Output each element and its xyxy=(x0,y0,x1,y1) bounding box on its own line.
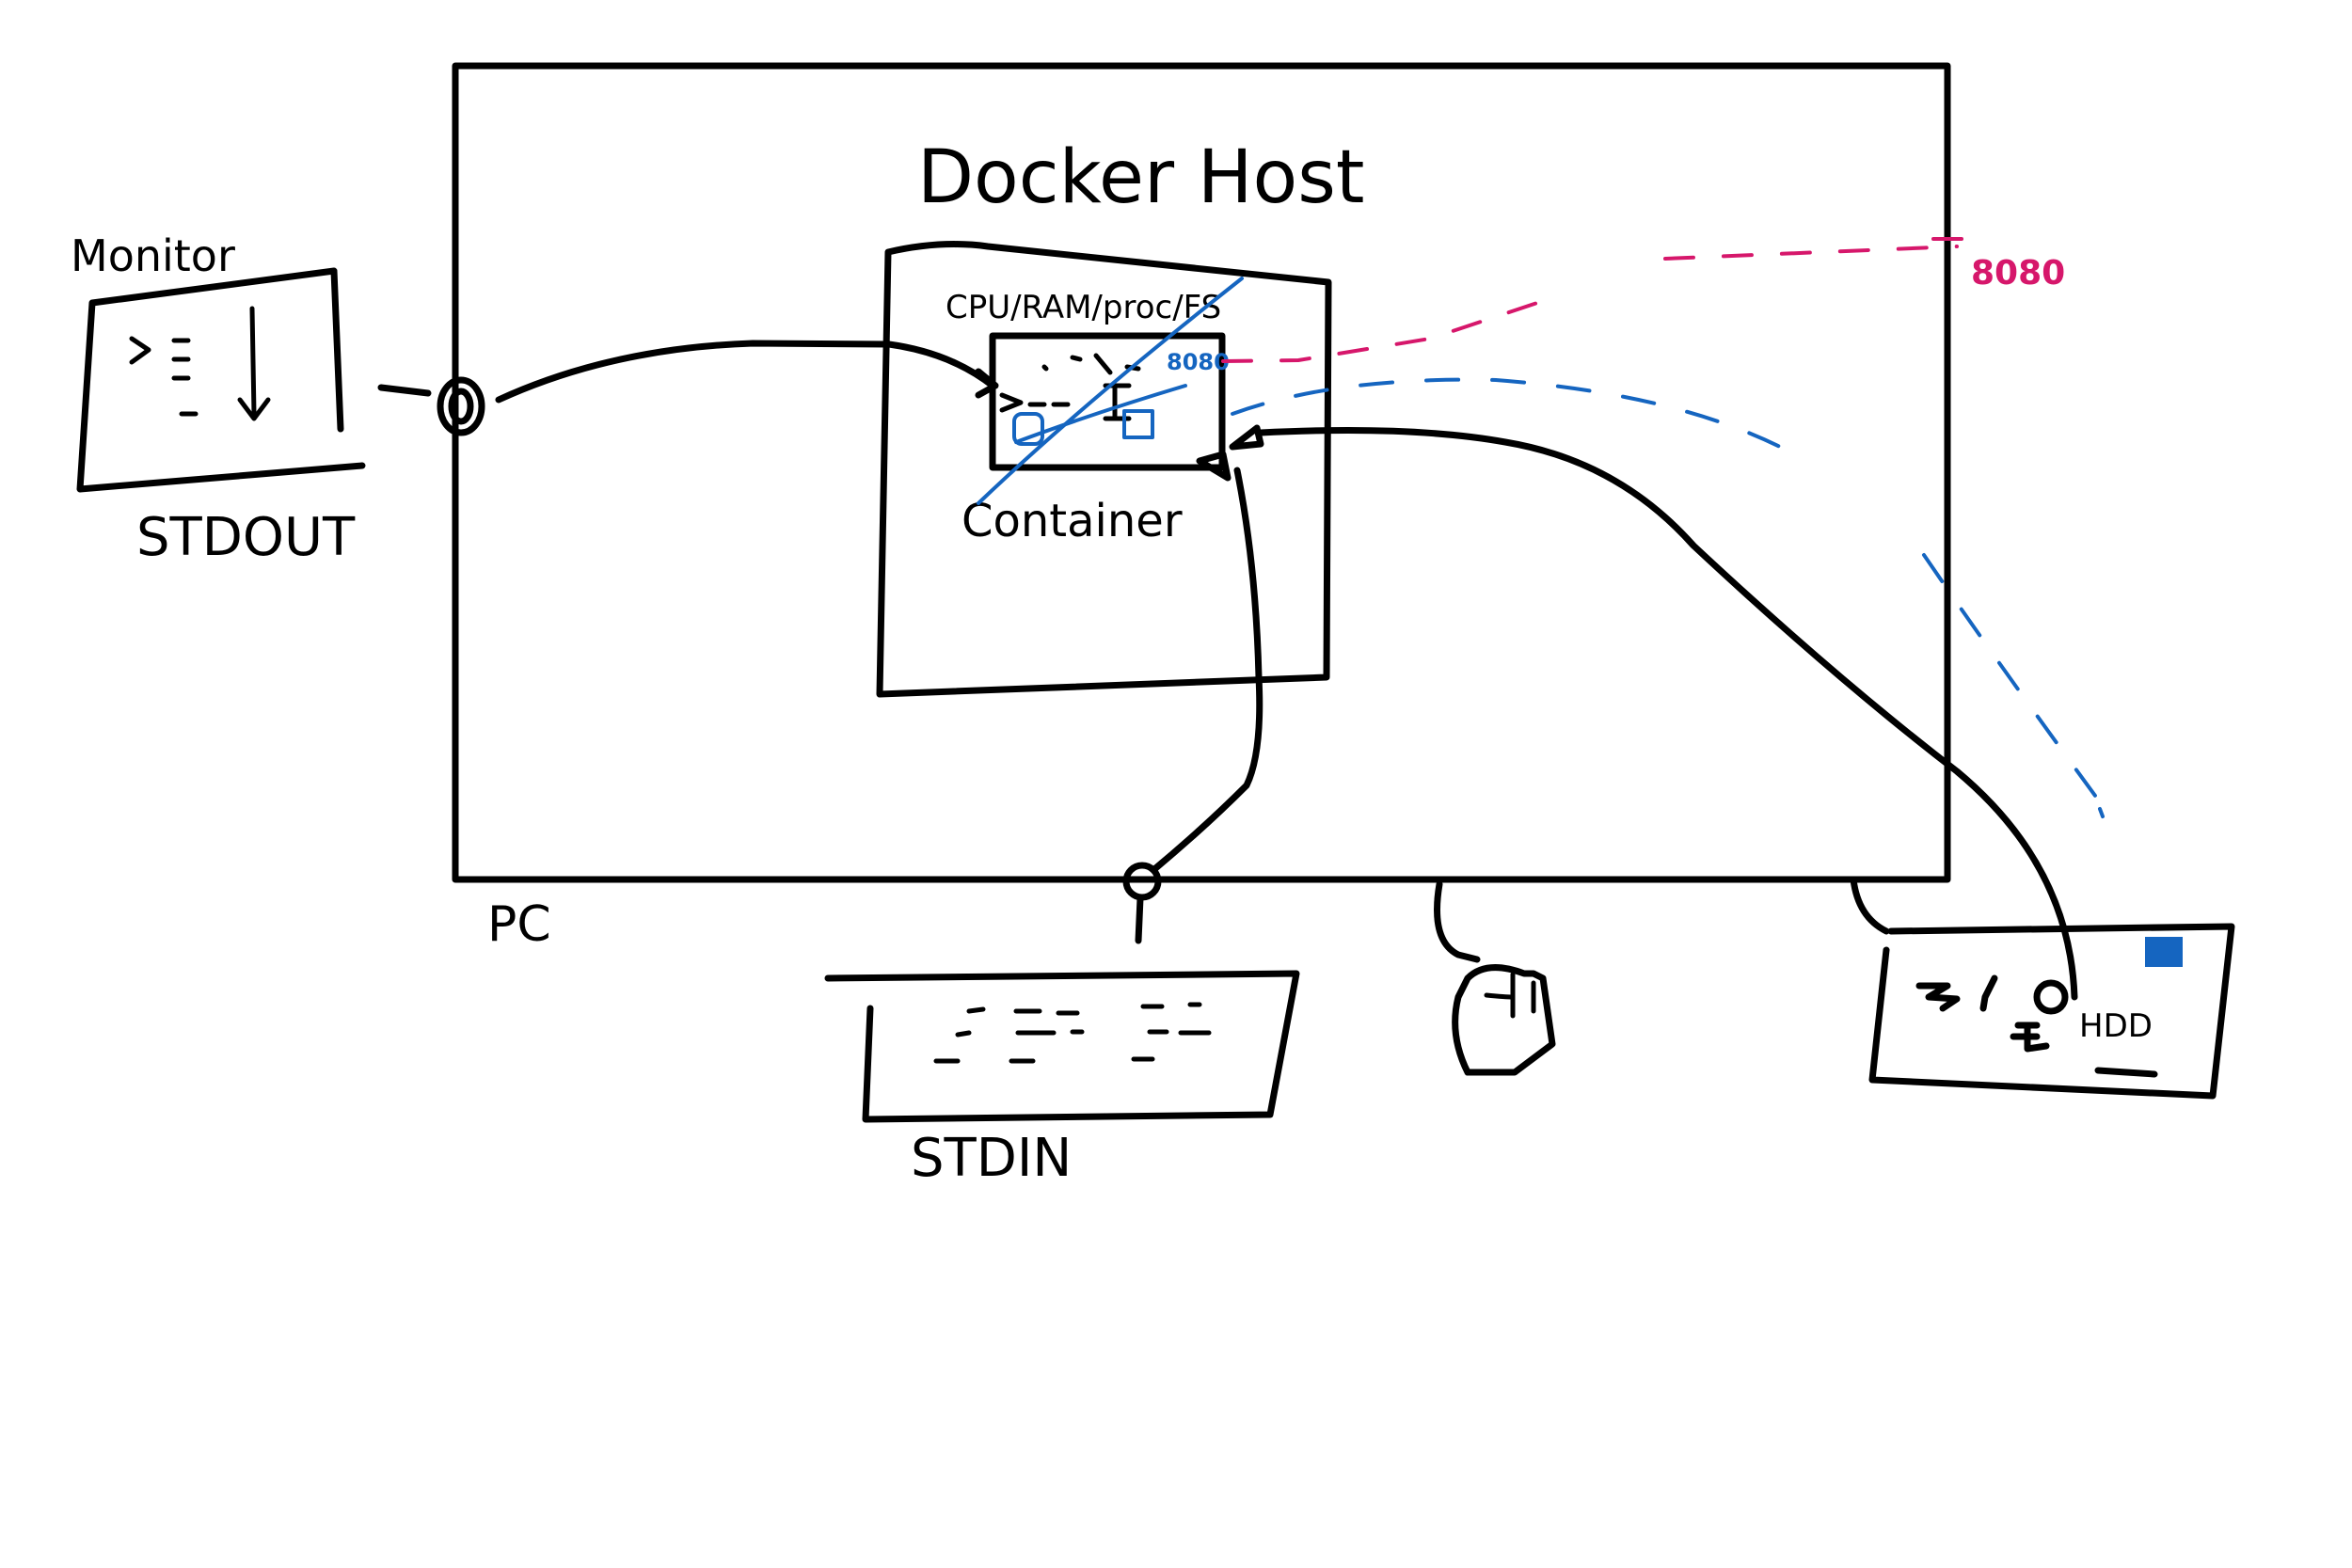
stdout-label: STDOUT xyxy=(136,507,356,568)
container-box xyxy=(989,332,1226,471)
resources-label: CPU/RAM/proc/FS xyxy=(946,289,1221,326)
stdout-connection xyxy=(377,340,999,436)
pc-label: PC xyxy=(487,896,551,953)
keyboard-icon xyxy=(824,970,1300,1123)
pc-box xyxy=(452,62,1951,883)
host-port-label: 8080 xyxy=(1971,254,2065,293)
hdd-label: HDD xyxy=(2079,1007,2153,1045)
stdin-connection xyxy=(1122,451,1263,944)
volume-mount-line xyxy=(1231,377,2105,818)
monitor-icon xyxy=(76,267,366,493)
container-label: Container xyxy=(961,495,1183,547)
port-mapping-line xyxy=(1221,237,1963,363)
monitor-label: Monitor xyxy=(71,230,235,281)
container-resource-box xyxy=(876,241,1332,698)
stdin-label: STDIN xyxy=(911,1128,1072,1189)
container-port-label: 8080 xyxy=(1167,349,1230,375)
hdd-icon xyxy=(1850,876,2235,1100)
volume-strike xyxy=(977,277,1244,505)
docker-host-title: Docker Host xyxy=(917,135,1365,220)
hdd-connection xyxy=(1229,424,2078,1015)
mouse-icon xyxy=(1434,880,1556,1076)
hdd-volume-marker xyxy=(2145,937,2183,967)
container-contents xyxy=(999,353,1141,421)
